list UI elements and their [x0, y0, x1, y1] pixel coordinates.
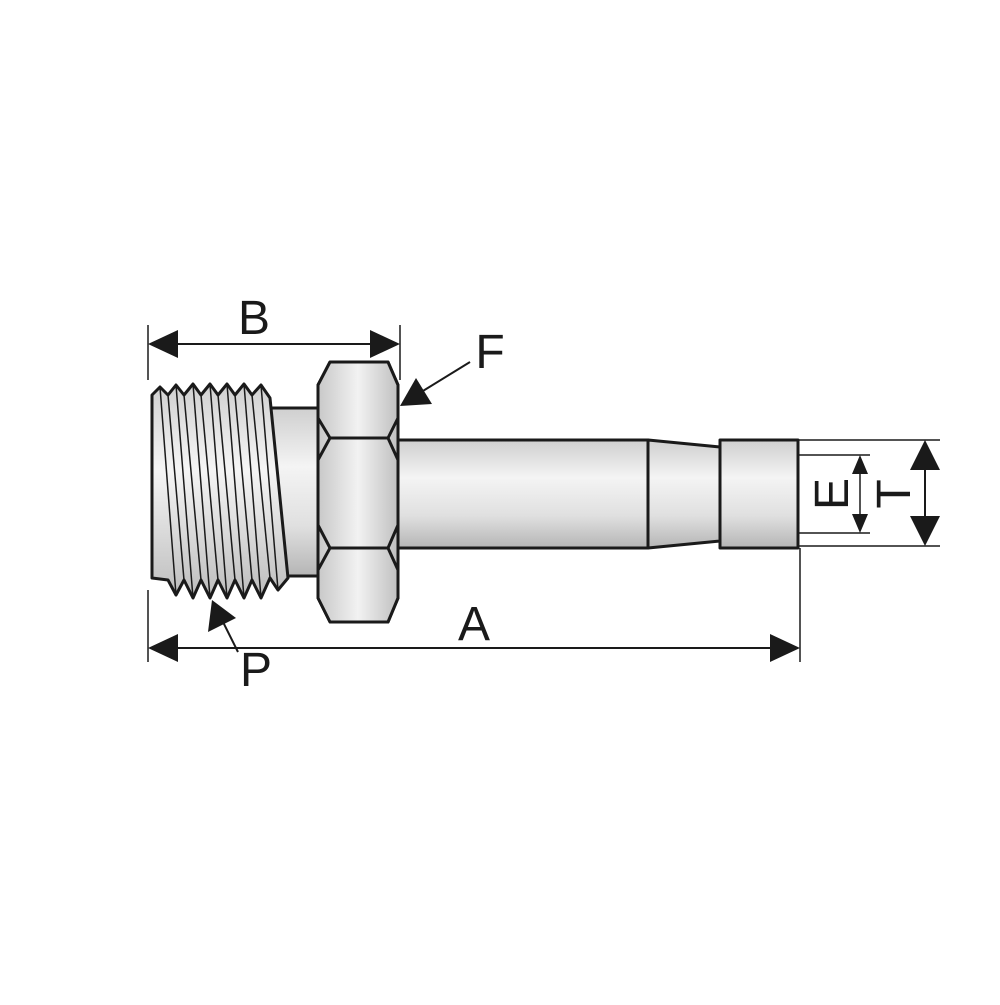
- taper: [646, 438, 722, 550]
- dimension-b: [147, 325, 401, 380]
- dimension-t: [798, 439, 940, 547]
- label-f: F: [475, 326, 504, 379]
- label-e: E: [806, 478, 859, 510]
- leader-p: [208, 600, 239, 653]
- end-collar: [718, 438, 800, 550]
- shank: [396, 438, 650, 550]
- dimension-a: [147, 548, 801, 662]
- hex-nut: [316, 360, 400, 624]
- label-t: T: [868, 479, 921, 508]
- dimension-e: [798, 454, 870, 534]
- label-a: A: [458, 598, 490, 651]
- threaded-section: [150, 382, 290, 600]
- label-p: P: [240, 644, 272, 697]
- label-b: B: [238, 292, 270, 345]
- leader-f: [400, 361, 471, 406]
- thread-crests: [151, 383, 279, 599]
